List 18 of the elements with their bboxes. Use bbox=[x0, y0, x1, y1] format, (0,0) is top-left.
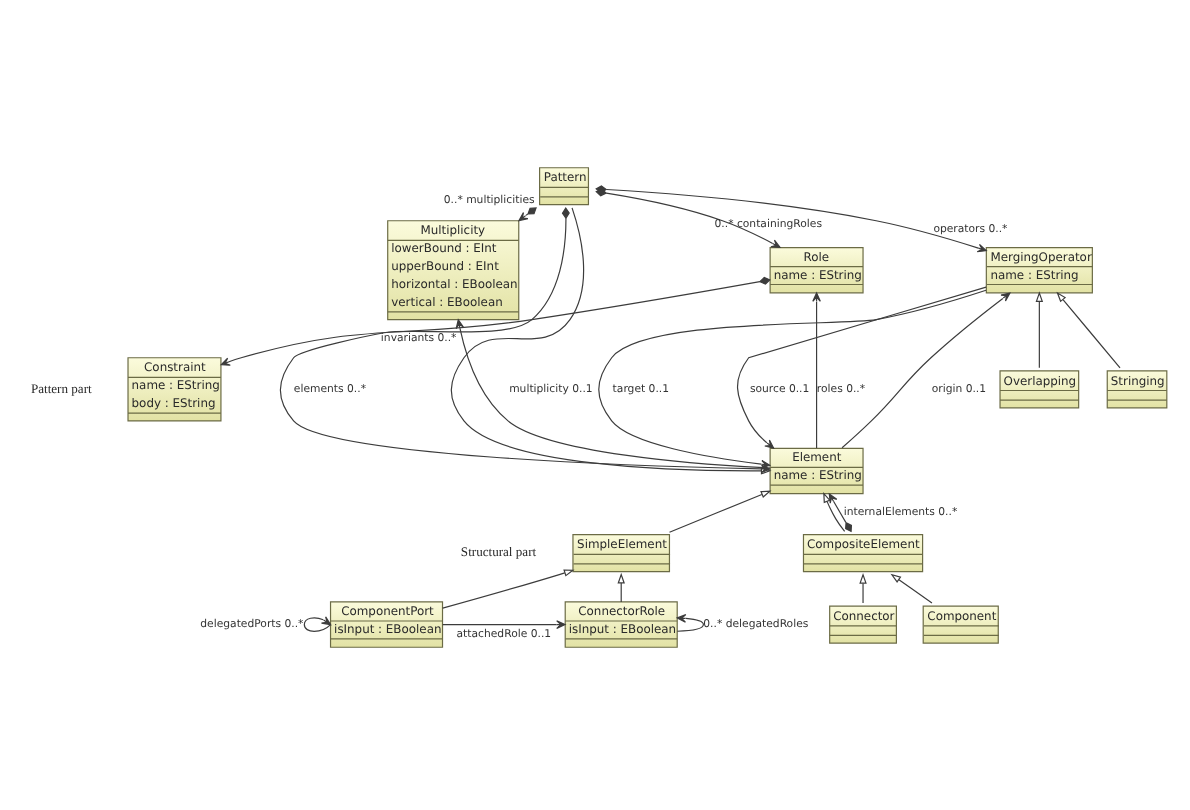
arrow bbox=[737, 285, 987, 448]
arrow bbox=[823, 490, 846, 532]
arrow bbox=[1035, 290, 1044, 368]
arrow bbox=[668, 489, 772, 532]
arrow bbox=[890, 572, 933, 603]
arrow bbox=[442, 619, 566, 628]
arrow bbox=[1056, 290, 1121, 368]
arrow bbox=[841, 291, 1011, 448]
arrow bbox=[303, 615, 332, 631]
arrow bbox=[595, 187, 781, 247]
arrow bbox=[676, 613, 704, 631]
arrow bbox=[859, 571, 867, 603]
arrow bbox=[518, 206, 537, 221]
arrow bbox=[812, 291, 821, 448]
arrow bbox=[442, 568, 575, 608]
arrow bbox=[617, 571, 625, 602]
arrow bbox=[828, 492, 853, 532]
arrow bbox=[220, 275, 771, 365]
